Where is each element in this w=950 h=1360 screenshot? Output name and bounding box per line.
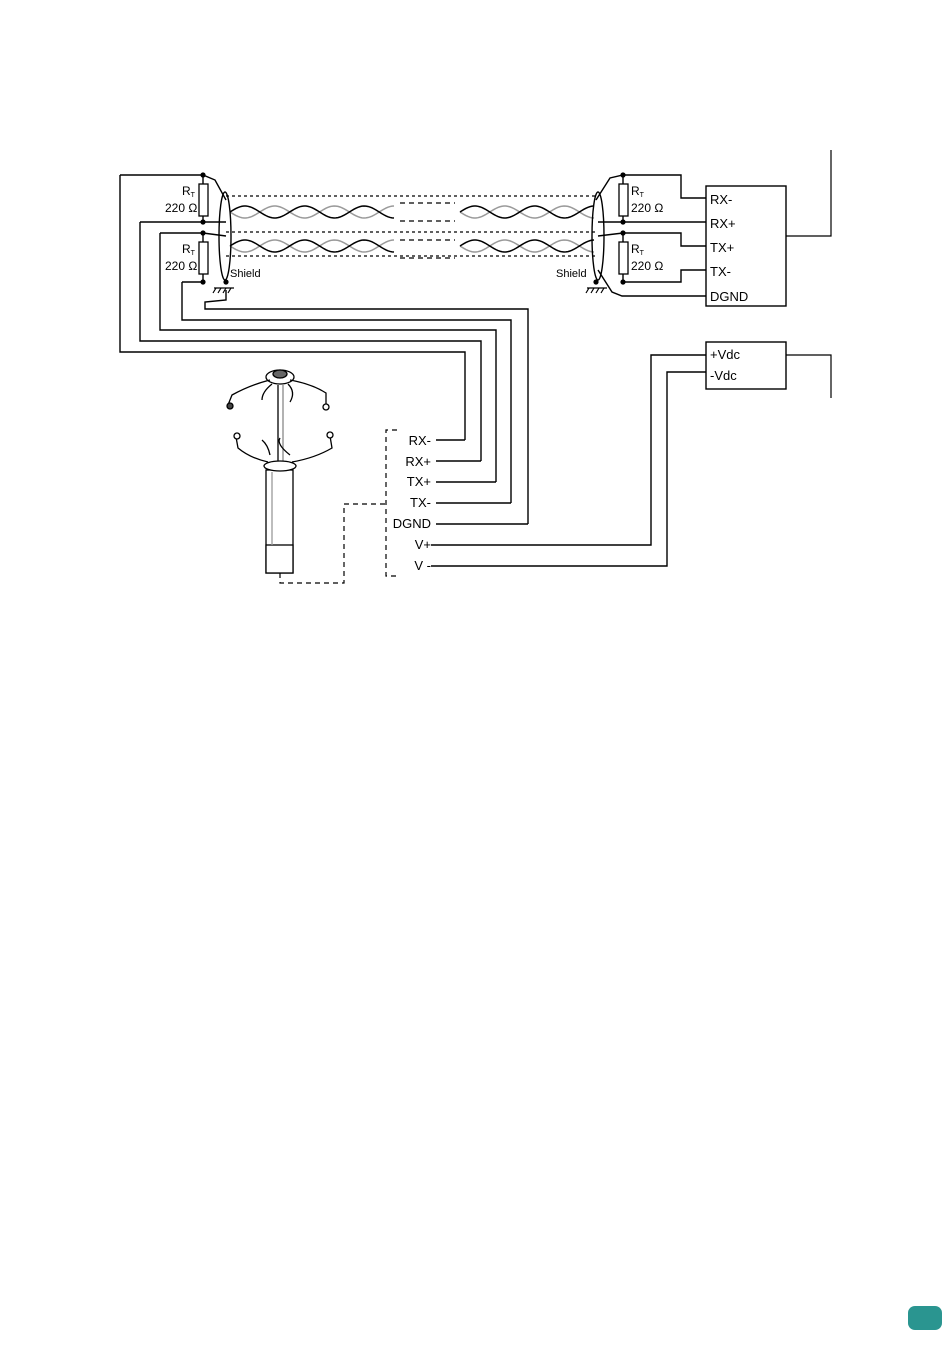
junction-dot [200,230,205,235]
wire [160,233,496,482]
power-terminal-label: +Vdc [710,347,740,362]
sensor-terminal-label: TX+ [407,474,431,489]
svg-text:220 Ω: 220 Ω [165,201,197,215]
junction-dot [620,230,625,235]
master-terminal-label: DGND [710,289,748,304]
ground-icon [586,288,607,293]
resistor-left-bottom: RT 220 Ω [165,242,208,274]
wire [596,175,706,200]
svg-text:RT: RT [631,242,645,257]
junction-dot [200,219,205,224]
resistor-left-top: RT 220 Ω [165,184,208,216]
svg-text:RT: RT [182,184,196,199]
wire [431,355,706,545]
sensor-terminal-labels: RX- RX+ TX+ TX- DGND V+ V - [393,433,431,573]
svg-text:220 Ω: 220 Ω [631,201,663,215]
svg-text:RT: RT [631,184,645,199]
wire [431,372,706,566]
wire [160,233,226,236]
junction-dot [620,172,625,177]
junction-dot [593,279,598,284]
master-terminal-label: TX+ [710,240,734,255]
shield-label-left: Shield [230,268,261,280]
wire [598,233,706,246]
resistor-right-bottom: RT 220 Ω [619,242,663,274]
sensor-terminal-label: V+ [415,537,431,552]
wire [182,282,511,503]
sensor-terminal-label: RX- [409,433,431,448]
sensor-terminal-label: TX- [410,495,431,510]
ultrasonic-anemometer-icon [227,370,333,573]
cable-break [400,203,455,258]
wire [205,290,528,524]
resistor-right-top: RT 220 Ω [619,184,663,216]
twisted-pair-cables [230,206,594,252]
svg-text:220 Ω: 220 Ω [165,259,197,273]
page-number-badge [908,1306,942,1330]
master-terminal-label: RX+ [710,216,736,231]
power-terminal-label: -Vdc [710,368,737,383]
junction-dot [223,279,228,284]
junction-dot [200,279,205,284]
sensor-terminal-label: RX+ [405,454,431,469]
cable-outline [226,196,598,256]
svg-text:RT: RT [182,242,196,257]
master-terminal-label: TX- [710,264,731,279]
sensor-terminal-label: V - [414,558,431,573]
ground-icon [213,288,234,293]
junction-dot [200,172,205,177]
junction-dot [620,219,625,224]
wire [120,175,226,200]
shield-label-right: Shield [556,268,587,280]
junction-dot [620,279,625,284]
master-terminal-label: RX- [710,192,732,207]
sensor-terminal-bracket [280,430,397,583]
svg-text:220 Ω: 220 Ω [631,259,663,273]
bus-lines [786,150,831,398]
wire [598,270,706,296]
sensor-terminal-label: DGND [393,516,431,531]
